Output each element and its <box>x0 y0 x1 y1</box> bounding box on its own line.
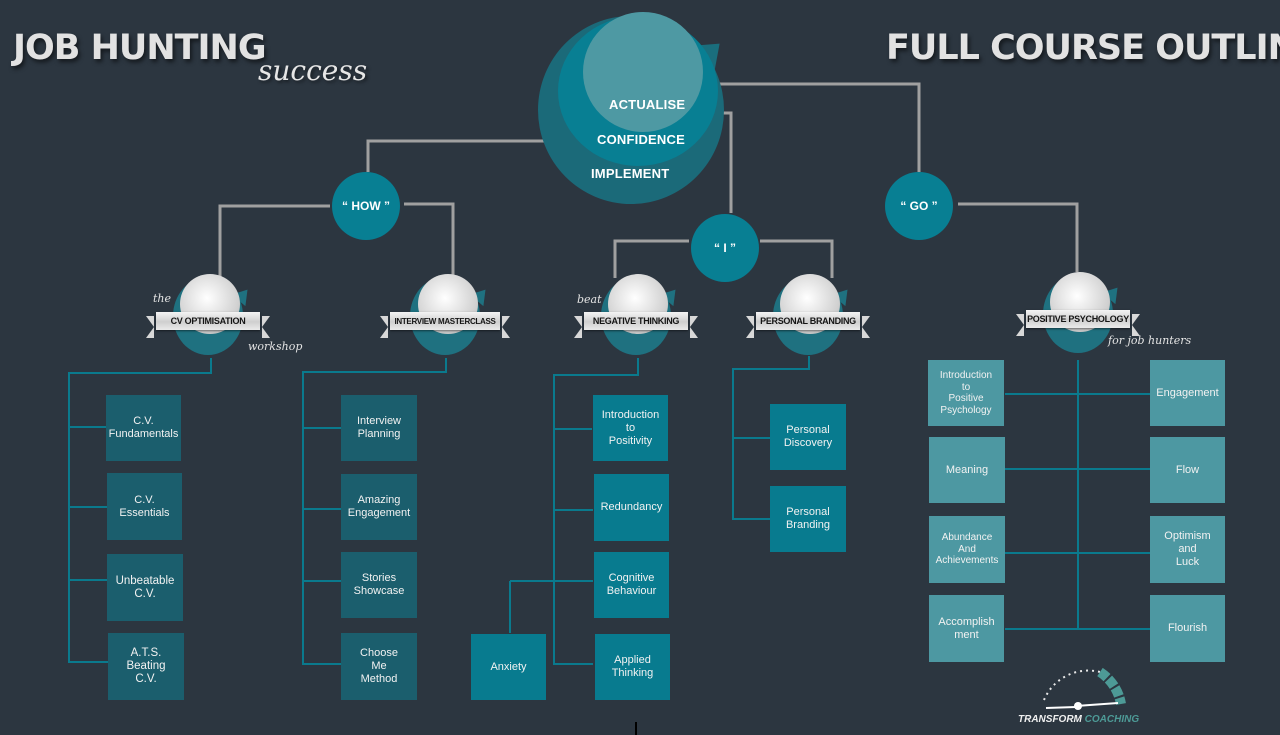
speedometer-icon <box>1043 667 1126 710</box>
ribbon-tail-left <box>574 316 582 338</box>
module-badge-positive-psychology[interactable]: POSITIVE PSYCHOLOGY for job hunters <box>1016 270 1191 360</box>
logo-word-coaching: COACHING <box>1084 714 1140 725</box>
module-title: POSITIVE PSYCHOLOGY <box>1026 310 1130 328</box>
hub-how[interactable]: “ HOW ” <box>332 172 400 240</box>
module-badge-negative-thinking[interactable]: NEGATIVE THINKING beat <box>574 272 698 362</box>
label-confidence: CONFIDENCE <box>597 132 685 147</box>
module-title: CV OPTIMISATION <box>156 312 260 330</box>
lesson-amazing-engagement[interactable]: Amazing Engagement <box>341 474 417 540</box>
module-badge-interview-masterclass[interactable]: INTERVIEW MASTERCLASS <box>380 272 510 362</box>
lesson-introduction-to-positivity[interactable]: Introduction to Positivity <box>593 395 668 461</box>
module-prefix: the <box>153 292 172 305</box>
lesson-ats-beating-cv[interactable]: A.T.S. Beating C.V. <box>108 633 184 700</box>
lesson-interview-planning[interactable]: Interview Planning <box>341 395 417 461</box>
module-suffix: for job hunters <box>1108 334 1192 347</box>
core-circle-diagram: ACTUALISE CONFIDENCE IMPLEMENT <box>536 8 738 208</box>
title-full-course-outline: FULL COURSE OUTLINE <box>886 28 1280 68</box>
lesson-stories-showcase[interactable]: Stories Showcase <box>341 552 417 618</box>
connector-how-cv <box>218 204 330 280</box>
lesson-personal-discovery[interactable]: Personal Discovery <box>770 404 846 470</box>
connector-i-personal <box>760 239 834 278</box>
connector-interview-tree <box>302 358 447 665</box>
ribbon-tail-right <box>502 316 510 338</box>
module-suffix: workshop <box>248 340 303 353</box>
connector-i-negative <box>613 239 689 278</box>
connector-cv-tree <box>68 358 212 663</box>
divider-tick <box>635 722 637 735</box>
ribbon-tail-right <box>1132 314 1140 336</box>
logo-wordmark: TRANSFORM COACHING <box>1018 714 1139 725</box>
connector-negative-tree <box>553 358 639 665</box>
connector-core-how <box>366 139 557 172</box>
label-actualise: ACTUALISE <box>609 97 686 112</box>
module-badge-cv-optimisation[interactable]: CV OPTIMISATION the workshop <box>146 272 302 362</box>
ribbon-tail-left <box>380 316 388 338</box>
connector-personal-tree <box>732 356 810 520</box>
connector-go-positive <box>958 202 1079 272</box>
lesson-unbeatable-cv[interactable]: Unbeatable C.V. <box>107 554 183 621</box>
ribbon-tail-right <box>262 316 270 338</box>
lesson-cv-essentials[interactable]: C.V. Essentials <box>107 473 182 540</box>
lesson-cv-fundamentals[interactable]: C.V. Fundamentals <box>106 395 181 461</box>
logo-word-transform: TRANSFORM <box>1018 714 1082 725</box>
module-prefix: beat <box>577 293 602 306</box>
lesson-anxiety[interactable]: Anxiety <box>471 634 546 700</box>
ribbon-tail-left <box>1016 314 1024 336</box>
hub-i[interactable]: “ I ” <box>691 214 759 282</box>
lesson-personal-branding[interactable]: Personal Branding <box>770 486 846 552</box>
title-success-script: success <box>258 54 368 87</box>
lesson-engagement[interactable]: Engagement <box>1150 360 1225 426</box>
lesson-optimism-and-luck[interactable]: Optimism and Luck <box>1150 516 1225 583</box>
ribbon-tail-right <box>862 316 870 338</box>
connector-core-go <box>683 82 921 172</box>
lesson-flourish[interactable]: Flourish <box>1150 595 1225 662</box>
lesson-redundancy[interactable]: Redundancy <box>594 474 669 541</box>
ribbon-tail-right <box>690 316 698 338</box>
lesson-meaning[interactable]: Meaning <box>929 437 1005 503</box>
module-title: NEGATIVE THINKING <box>584 312 688 330</box>
label-implement: IMPLEMENT <box>591 166 670 181</box>
lesson-cognitive-behaviour[interactable]: Cognitive Behaviour <box>594 552 669 618</box>
module-title: INTERVIEW MASTERCLASS <box>390 312 500 330</box>
hub-go[interactable]: “ GO ” <box>885 172 953 240</box>
lesson-flow[interactable]: Flow <box>1150 437 1225 503</box>
lesson-abundance-and-achievements[interactable]: Abundance And Achievements <box>929 516 1005 583</box>
lesson-applied-thinking[interactable]: Applied Thinking <box>595 634 670 700</box>
connector-how-interview <box>404 202 455 278</box>
lesson-choose-me-method[interactable]: Choose Me Method <box>341 633 417 700</box>
ribbon-tail-left <box>146 316 154 338</box>
ring-actualise <box>583 12 703 132</box>
module-title: PERSONAL BRANDING <box>756 312 860 330</box>
lesson-introduction-to-positive-psychology[interactable]: Introduction to Positive Psychology <box>928 360 1004 426</box>
transform-coaching-logo: TRANSFORM COACHING <box>1016 666 1146 732</box>
module-badge-personal-branding[interactable]: PERSONAL BRANDING <box>746 272 870 362</box>
lesson-accomplishment[interactable]: Accomplish ment <box>929 595 1004 662</box>
title-job-hunting: JOB HUNTING <box>13 28 267 68</box>
ribbon-tail-left <box>746 316 754 338</box>
